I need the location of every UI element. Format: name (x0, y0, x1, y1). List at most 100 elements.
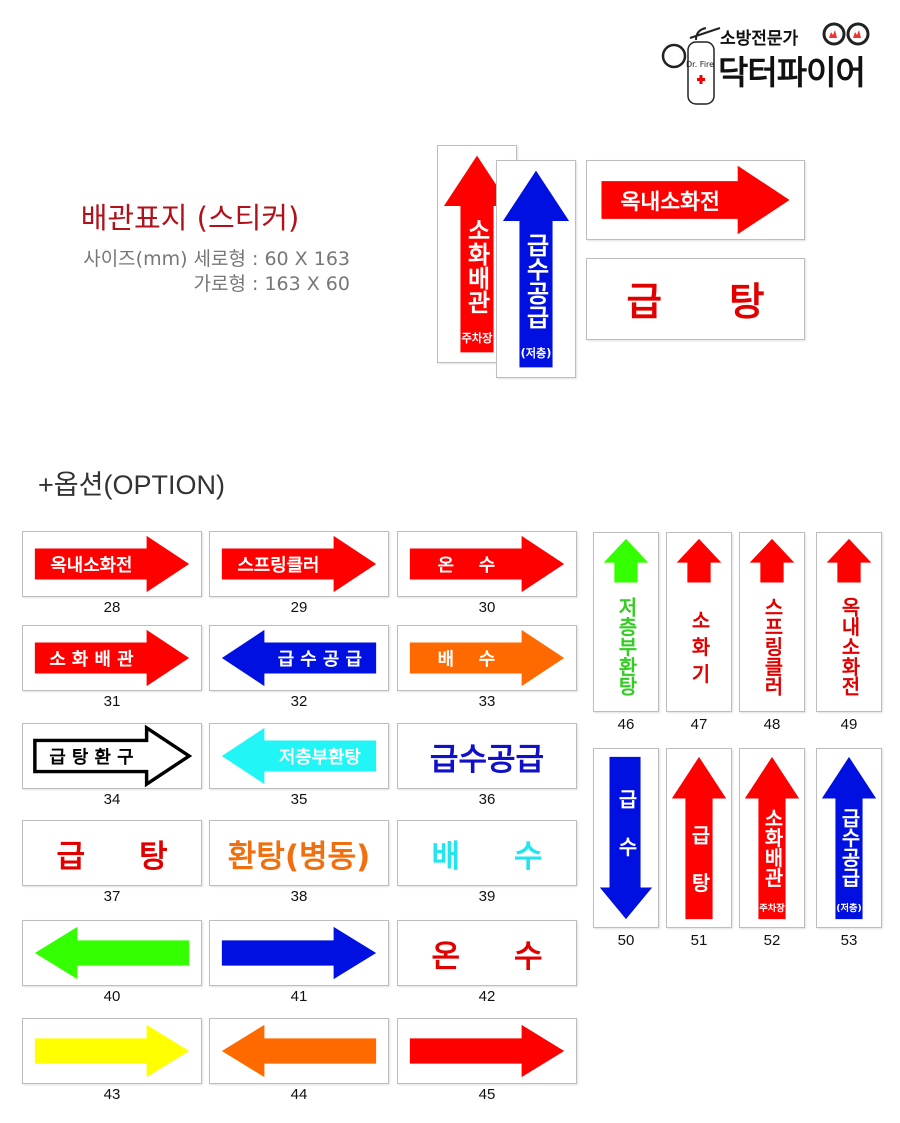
hero-sign-1: 급수공급 (저층) (496, 160, 576, 378)
item-number: 46 (617, 716, 635, 733)
sign-text: 소 화 배 관 (49, 649, 134, 670)
up-arrow-icon (676, 538, 722, 583)
item-number: 48 (763, 716, 781, 733)
up-arrow-icon (749, 538, 795, 583)
item-number: 53 (840, 932, 858, 949)
item-number: 29 (290, 599, 308, 616)
sign-41 (209, 920, 389, 986)
sign-text: 환탕(병동) (227, 838, 371, 875)
sign-34: 급 탕 환 구 (22, 723, 202, 789)
right-arrow-icon (409, 629, 565, 687)
hero-sign-2: 옥내소화전 (586, 160, 805, 240)
sign-50: 급 수 (593, 748, 659, 928)
right-arrow-icon (409, 535, 565, 593)
sign-subtext: (저층) (520, 346, 552, 360)
sign-text: 급 탕 환 구 (49, 747, 134, 768)
item-number: 52 (763, 932, 781, 949)
sign-text: 배 수 (437, 649, 496, 670)
item-number: 39 (478, 888, 496, 905)
up-arrow-icon (744, 756, 800, 920)
item-number: 41 (290, 988, 308, 1005)
sign-text: 급 수 (614, 789, 638, 857)
sign-text: 옥내소화전 (620, 189, 720, 215)
sign-text: 소화배관 (462, 217, 491, 314)
sign-text: 소 화 기 (687, 609, 711, 683)
options-heading: +옵션(OPTION) (38, 470, 225, 500)
sign-33: 배 수 (397, 625, 577, 691)
sign-39: 배 수 (397, 820, 577, 886)
right-arrow-icon (409, 1024, 565, 1078)
item-number: 37 (103, 888, 121, 905)
sign-subtext: (저층) (836, 903, 862, 915)
item-number: 36 (478, 791, 496, 808)
item-number: 33 (478, 693, 496, 710)
product-title: 배관표지 (스티커) (80, 201, 300, 235)
item-number: 51 (690, 932, 708, 949)
up-arrow-icon (826, 538, 872, 583)
sign-text: 옥내소화전 (50, 555, 133, 576)
sign-text: 온 수 (437, 555, 496, 576)
sign-40 (22, 920, 202, 986)
item-number: 47 (690, 716, 708, 733)
brand-logo: Dr. Fire 소방전문가 닥터파이어 (660, 18, 870, 108)
sign-text: 급수공급 (429, 741, 545, 778)
size-vertical: 사이즈(mm) 세로형 : 60 X 163 (83, 248, 350, 270)
sign-49: 옥내소화전 (816, 532, 882, 712)
sign-text: 급 탕 (626, 280, 765, 325)
sign-48: 스프링클러 (739, 532, 805, 712)
logo-name: 닥터파이어 (718, 53, 866, 92)
sign-37: 급 탕 (22, 820, 202, 886)
sign-32: 급 수 공 급 (209, 625, 389, 691)
item-number: 31 (103, 693, 121, 710)
right-arrow-icon (221, 926, 377, 980)
logo-mark: Dr. Fire (686, 60, 715, 69)
up-arrow-icon (502, 170, 570, 368)
sign-46: 저층부환탕 (593, 532, 659, 712)
item-number: 42 (478, 988, 496, 1005)
sign-38: 환탕(병동) (209, 820, 389, 886)
sign-45 (397, 1018, 577, 1084)
sign-47: 소 화 기 (666, 532, 732, 712)
left-arrow-icon (34, 926, 190, 980)
item-number: 44 (290, 1086, 308, 1103)
up-arrow-icon (671, 756, 727, 920)
sign-53: 급수공급 (저층) (816, 748, 882, 928)
sign-text: 옥내소화전 (837, 596, 861, 696)
item-number: 40 (103, 988, 121, 1005)
item-number: 34 (103, 791, 121, 808)
sign-51: 급 탕 (666, 748, 732, 928)
sign-text: 급수공급 (837, 808, 861, 888)
logo-tagline: 소방전문가 (720, 29, 799, 49)
right-arrow-icon (34, 535, 190, 593)
right-arrow-icon (34, 1024, 190, 1078)
item-number: 43 (103, 1086, 121, 1103)
hero-sign-3: 급 탕 (586, 258, 805, 340)
item-number: 30 (478, 599, 496, 616)
sign-text: 급수공급 (521, 232, 550, 329)
sign-text: 스프링클러 (760, 596, 784, 696)
right-arrow-icon (33, 724, 193, 788)
item-number: 38 (290, 888, 308, 905)
up-arrow-icon (443, 155, 511, 353)
sign-text: 소화배관 (760, 808, 784, 888)
up-arrow-icon (821, 756, 877, 920)
item-number: 35 (290, 791, 308, 808)
size-horizontal: 가로형 : 163 X 60 (193, 273, 350, 295)
sign-36: 급수공급 (397, 723, 577, 789)
sign-52: 소화배관 (주차장) (739, 748, 805, 928)
right-arrow-icon (601, 165, 790, 235)
right-arrow-icon (34, 629, 190, 687)
sign-text: 저층부환탕 (278, 747, 361, 768)
sign-43 (22, 1018, 202, 1084)
sign-44 (209, 1018, 389, 1084)
sign-text: 급 탕 (56, 838, 168, 875)
item-number: 49 (840, 716, 858, 733)
sign-subtext: (주차장) (755, 903, 789, 915)
item-number: 45 (478, 1086, 496, 1103)
sign-text: 배 수 (431, 838, 543, 875)
sign-29: 스프링클러 (209, 531, 389, 597)
sign-text: 스프링클러 (237, 555, 320, 576)
sign-text: 저층부환탕 (614, 596, 638, 696)
item-number: 50 (617, 932, 635, 949)
